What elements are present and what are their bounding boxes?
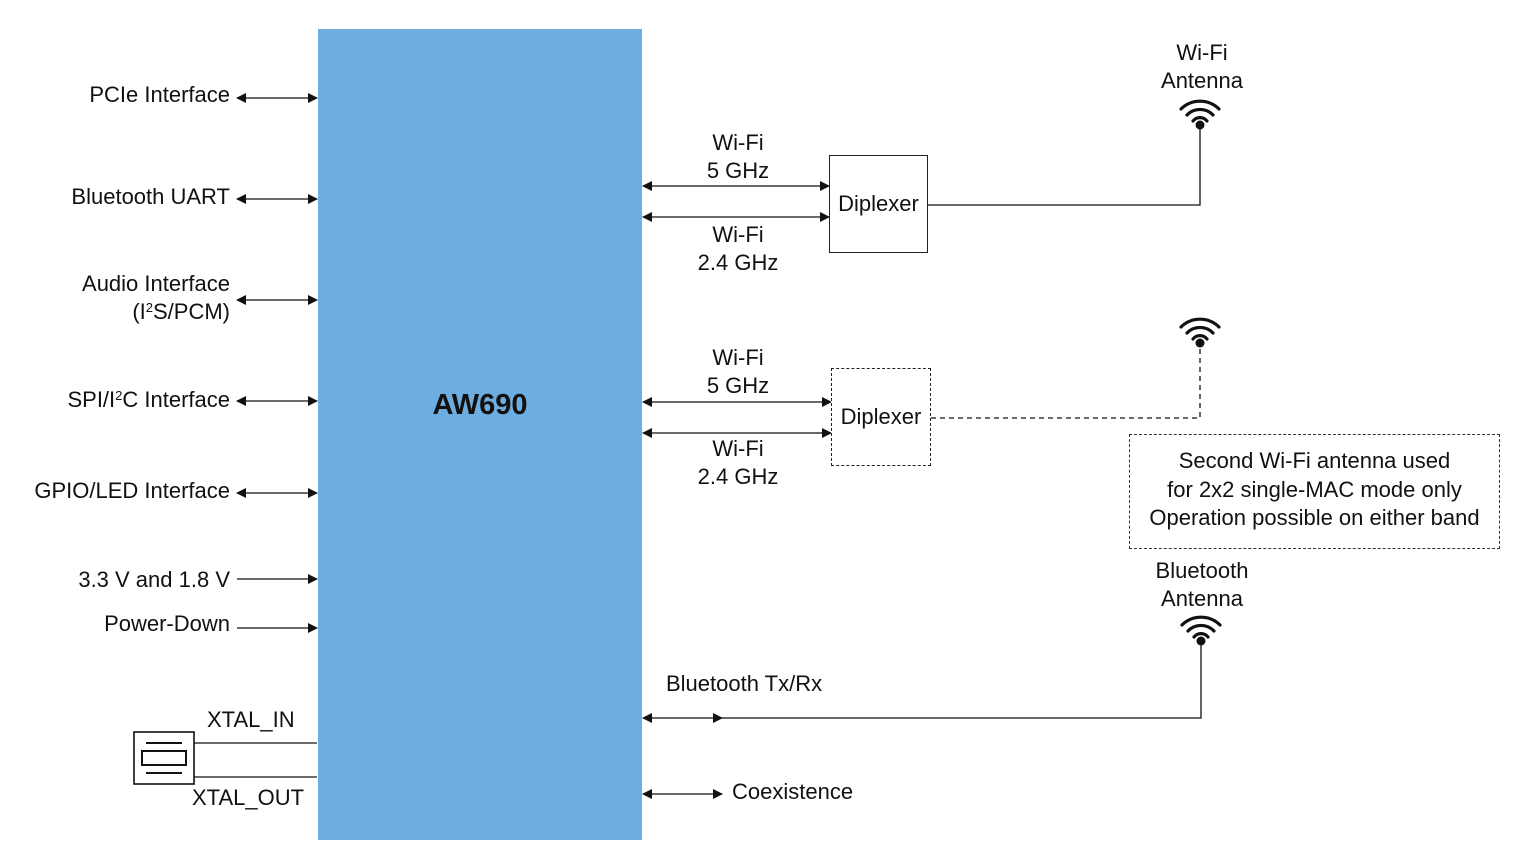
chip-name: AW690 <box>432 389 528 421</box>
bluetooth-txrx-label: Bluetooth Tx/Rx <box>666 671 823 696</box>
wifi-antenna-label: Wi-Fi Antenna <box>1161 40 1243 93</box>
power-down-label: Power-Down <box>104 611 230 636</box>
aw690-chip: AW690 <box>318 29 642 840</box>
gpio-led-interface-label: GPIO/LED Interface <box>34 478 230 503</box>
wifi1-5ghz-label: Wi-Fi 5 GHz <box>706 130 770 183</box>
bluetooth-uart-label: Bluetooth UART <box>71 184 230 209</box>
audio-interface-label: Audio Interface (I2S/PCM) <box>82 270 230 326</box>
note-line3: Operation possible on either band <box>1149 505 1480 530</box>
audio-interface-line2: (I2S/PCM) <box>132 299 230 324</box>
bluetooth-antenna-label: Bluetooth Antenna <box>1155 558 1249 611</box>
wifi2-antenna-feed <box>931 346 1201 419</box>
wifi1-antenna-feed <box>928 128 1201 206</box>
bluetooth-antenna-icon <box>1180 615 1222 646</box>
wifi-antenna-icon <box>1179 99 1221 130</box>
xtal-in-label: XTAL_IN <box>207 707 295 732</box>
spi-i2c-interface-label: SPI/I2C Interface <box>67 387 230 412</box>
xtal-out-label: XTAL_OUT <box>192 785 305 810</box>
wifi2-5ghz-label: Wi-Fi 5 GHz <box>706 345 770 398</box>
diplexer-1: Diplexer <box>829 155 928 253</box>
pcie-interface-label: PCIe Interface <box>89 82 230 107</box>
power-supply-label: 3.3 V and 1.8 V <box>78 567 230 592</box>
wifi1-24ghz-label: Wi-Fi 2.4 GHz <box>697 222 779 275</box>
second-antenna-note: Second Wi-Fi antenna used for 2x2 single… <box>1129 434 1500 549</box>
second-wifi-antenna-icon <box>1179 317 1221 348</box>
note-line2: for 2x2 single-MAC mode only <box>1167 476 1462 502</box>
coexistence-label: Coexistence <box>732 779 854 804</box>
bt-antenna-feed <box>722 644 1202 719</box>
note-line1: Second Wi-Fi antenna used <box>1178 448 1451 473</box>
wifi2-24ghz-label: Wi-Fi 2.4 GHz <box>697 436 779 489</box>
audio-interface-line1: Audio Interface <box>82 271 230 296</box>
diplexer-2: Diplexer <box>831 368 931 466</box>
crystal-oscillator-icon <box>133 731 195 785</box>
